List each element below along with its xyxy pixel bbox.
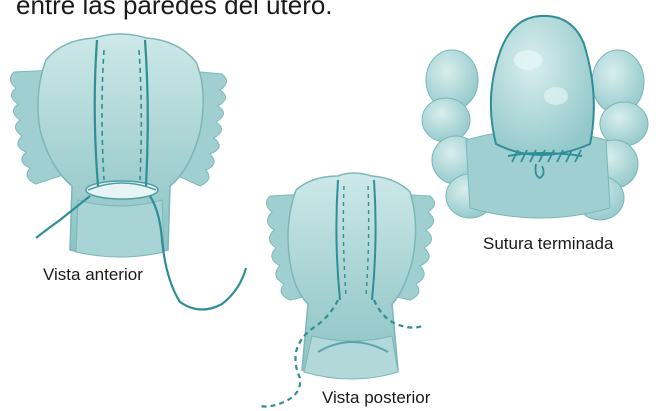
uterus-posterior-view bbox=[260, 173, 435, 407]
caption-vista-posterior: Vista posterior bbox=[322, 388, 430, 408]
fundus-highlight bbox=[514, 50, 542, 70]
fundus-highlight-2 bbox=[544, 87, 568, 105]
uterus-finished-suture bbox=[422, 16, 648, 220]
cervix bbox=[76, 200, 164, 257]
fundus-lobe bbox=[491, 16, 594, 155]
caption-vista-anterior: Vista anterior bbox=[43, 265, 143, 285]
caption-sutura-terminada: Sutura terminada bbox=[483, 234, 613, 254]
